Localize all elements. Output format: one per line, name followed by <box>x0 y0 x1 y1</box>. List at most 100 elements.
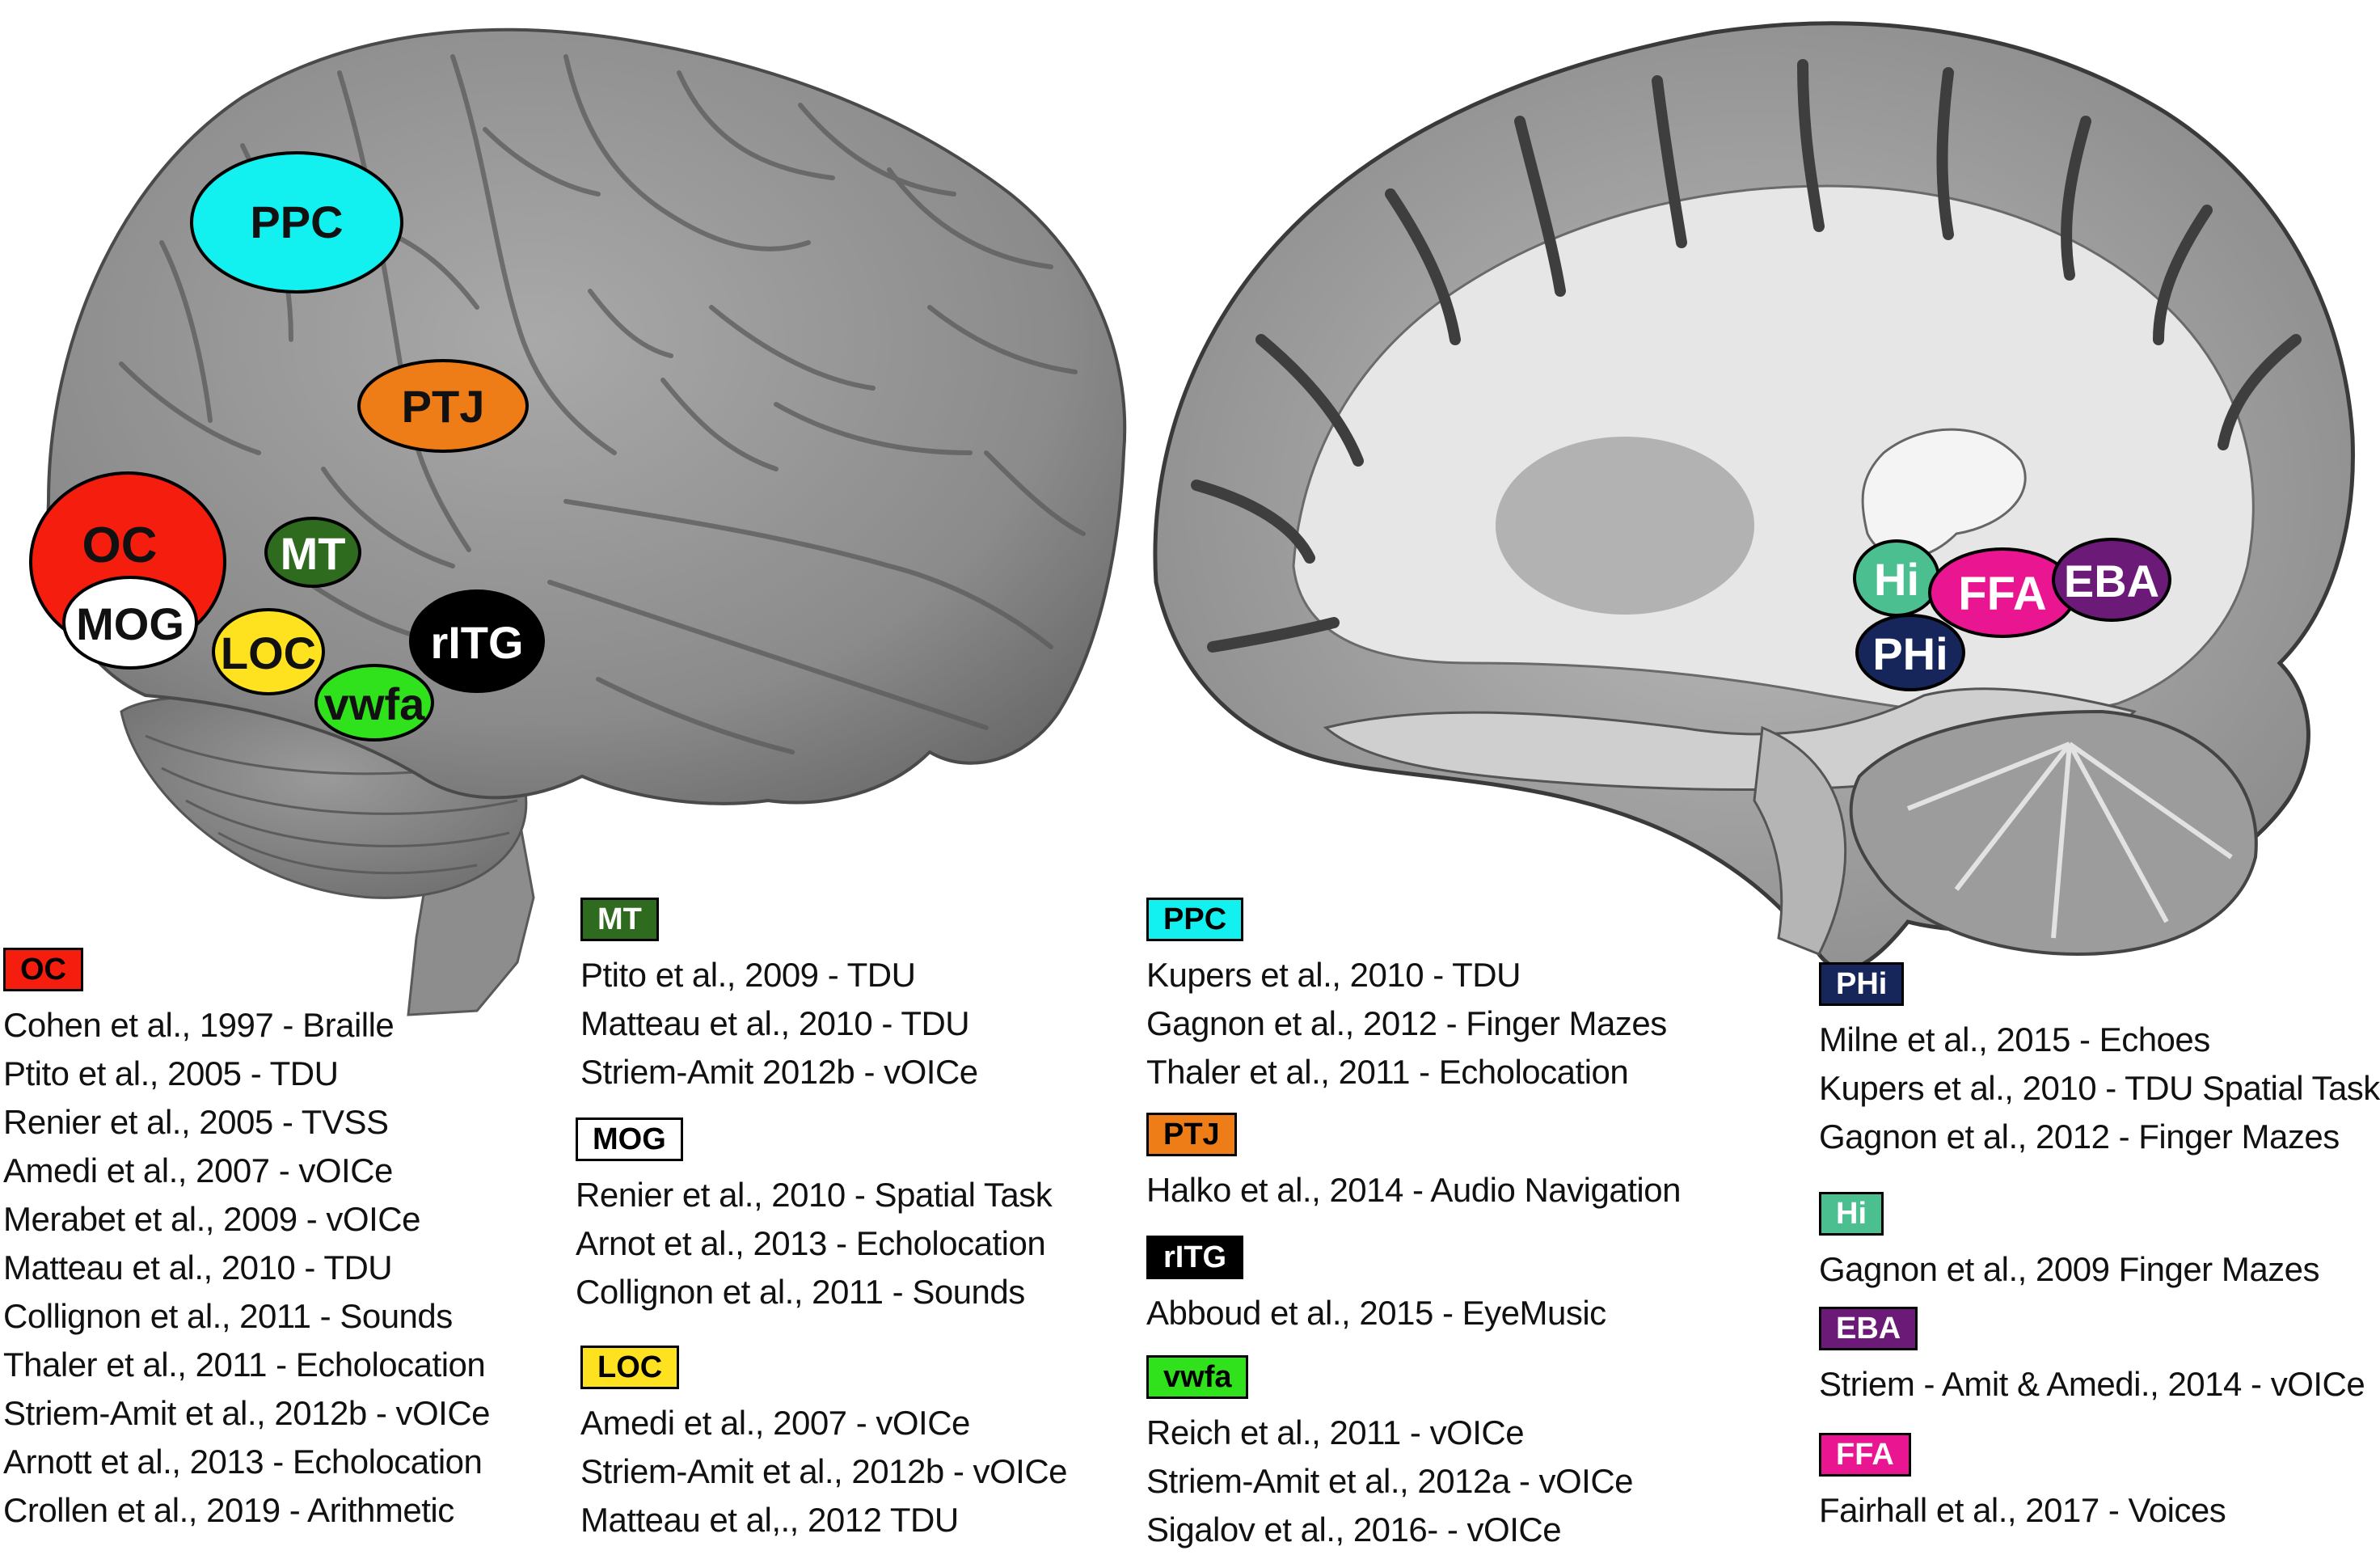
legend-refs-hi: Gagnon et al., 2009 Finger Mazes <box>1819 1245 2320 1294</box>
legend-ffa: FFA Fairhall et al., 2017 - Voices <box>1819 1433 2226 1535</box>
sagittal-ventricle <box>1861 428 2027 560</box>
reference-line: Matteau et al,., 2012 TDU <box>580 1501 959 1539</box>
reference-line: Fairhall et al., 2017 - Voices <box>1819 1491 2226 1529</box>
reference-line: Gagnon et al., 2009 Finger Mazes <box>1819 1250 2320 1288</box>
sagittal-slice-image <box>1153 21 2355 971</box>
legend-badge-mog: MOG <box>576 1117 683 1161</box>
reference-line: Striem-Amit et al., 2012b - vOICe <box>580 1452 1068 1490</box>
reference-line: Striem - Amit & Amedi., 2014 - vOICe <box>1819 1365 2365 1403</box>
reference-line: Gagnon et al., 2012 - Finger Mazes <box>1819 1117 2340 1156</box>
legend-badge-ritg: rITG <box>1146 1236 1244 1279</box>
legend-refs-ptj: Halko et al., 2014 - Audio Navigation <box>1146 1166 1681 1215</box>
sagittal-deep-nuclei <box>1496 437 1754 615</box>
legend-badge-mt: MT <box>580 898 659 941</box>
roi-ffa: FFA <box>1928 547 2077 638</box>
roi-eba: EBA <box>2052 538 2171 622</box>
reference-line: Renier et al., 2010 - Spatial Task <box>576 1176 1053 1214</box>
roi-ffa-label: FFA <box>1958 568 2047 620</box>
reference-line: Striem-Amit et al., 2012a - vOICe <box>1146 1462 1634 1500</box>
reference-line: Matteau et al., 2010 - TDU <box>3 1248 393 1286</box>
roi-phi: PHi <box>1855 614 1965 691</box>
roi-mt-label: MT <box>281 528 346 579</box>
legend-badge-ffa: FFA <box>1819 1433 1911 1477</box>
reference-line: Striem-Amit et al., 2012b - vOICe <box>3 1394 491 1432</box>
legend-refs-ritg: Abboud et al., 2015 - EyeMusic <box>1146 1289 1606 1337</box>
roi-ritg-label: rITG <box>430 617 523 668</box>
reference-line: Amedi et al., 2007 - vOICe <box>580 1404 970 1442</box>
reference-line: Amedi et al., 2007 - vOICe <box>3 1151 393 1189</box>
legend-refs-ffa: Fairhall et al., 2017 - Voices <box>1819 1486 2226 1535</box>
reference-line: Striem-Amit 2012b - vOICe <box>580 1053 978 1091</box>
roi-ptj: PTJ <box>357 359 529 453</box>
reference-line: Collignon et al., 2011 - Sounds <box>3 1297 453 1335</box>
legend-badge-loc: LOC <box>580 1346 680 1389</box>
legend-badge-eba: EBA <box>1819 1307 1918 1350</box>
reference-line: Sigalov et al., 2016- - vOICe <box>1146 1510 1562 1548</box>
roi-hi-label: Hi <box>1874 554 1919 605</box>
roi-ppc-label: PPC <box>250 196 343 247</box>
legend-mt: MT Ptito et al., 2009 - TDU Matteau et al… <box>580 898 978 1096</box>
roi-vwfa: vwfa <box>314 664 434 741</box>
sagittal-cerebellum-folia <box>1906 741 2233 939</box>
reference-line: Ptito et al., 2005 - TDU <box>3 1054 339 1092</box>
reference-line: Matteau et al., 2010 - TDU <box>580 1004 970 1042</box>
sagittal-cerebellum <box>1849 709 2258 957</box>
roi-phi-label: PHi <box>1872 628 1947 679</box>
legend-badge-ppc: PPC <box>1146 898 1244 941</box>
roi-oc-label: OC <box>82 518 158 573</box>
reference-line: Arnott et al., 2013 - Echolocation <box>3 1443 483 1481</box>
legend-ptj: PTJ Halko et al., 2014 - Audio Navigatio… <box>1146 1113 1681 1215</box>
legend-badge-ptj: PTJ <box>1146 1113 1237 1156</box>
reference-line: Arnot et al., 2013 - Echolocation <box>576 1224 1046 1262</box>
roi-loc: LOC <box>212 608 325 695</box>
reference-line: Abboud et al., 2015 - EyeMusic <box>1146 1294 1606 1332</box>
reference-line: Reich et al., 2011 - vOICe <box>1146 1413 1525 1451</box>
reference-line: Crollen et al., 2019 - Arithmetic <box>3 1491 454 1529</box>
sagittal-sulci <box>1191 59 2302 653</box>
reference-line: Cohen et al., 1997 - Braille <box>3 1006 395 1044</box>
reference-line: Merabet et al., 2009 - vOICe <box>3 1200 420 1238</box>
legend-ppc: PPC Kupers et al., 2010 - TDU Gagnon et a… <box>1146 898 1667 1096</box>
gyri-texture <box>119 54 1086 754</box>
roi-mt: MT <box>264 517 361 588</box>
reference-line: Renier et al., 2005 - TVSS <box>3 1103 389 1141</box>
roi-vwfa-label: vwfa <box>324 678 425 729</box>
reference-line: Milne et al., 2015 - Echoes <box>1819 1020 2210 1058</box>
legend-badge-phi: PHi <box>1819 962 1905 1006</box>
reference-line: Thaler et al., 2011 - Echolocation <box>3 1346 486 1384</box>
roi-ptj-label: PTJ <box>402 381 485 432</box>
legend-badge-oc: OC <box>3 948 83 991</box>
roi-mog: MOG <box>62 576 198 670</box>
reference-line: Collignon et al., 2011 - Sounds <box>576 1273 1025 1311</box>
legend-refs-eba: Striem - Amit & Amedi., 2014 - vOICe <box>1819 1360 2365 1409</box>
roi-hi: Hi <box>1853 539 1940 617</box>
reference-line: Kupers et al., 2010 - TDU Spatial Task <box>1819 1069 2380 1107</box>
legend-badge-hi: Hi <box>1819 1192 1884 1236</box>
reference-line: Gagnon et al., 2012 - Finger Mazes <box>1146 1004 1667 1042</box>
roi-ritg: rITG <box>409 589 545 693</box>
sagittal-brainstem <box>1753 725 1847 956</box>
legend-refs-ppc: Kupers et al., 2010 - TDU Gagnon et al., … <box>1146 951 1667 1096</box>
reference-line: Ptito et al., 2009 - TDU <box>580 956 916 994</box>
legend-refs-mt: Ptito et al., 2009 - TDU Matteau et al., … <box>580 951 978 1096</box>
legend-ritg: rITG Abboud et al., 2015 - EyeMusic <box>1146 1236 1606 1337</box>
reference-line: Halko et al., 2014 - Audio Navigation <box>1146 1171 1681 1209</box>
roi-eba-label: EBA <box>2064 556 2159 606</box>
reference-line: Thaler et al., 2011 - Echolocation <box>1146 1053 1629 1091</box>
legend-badge-vwfa: vwfa <box>1146 1355 1249 1399</box>
legend-eba: EBA Striem - Amit & Amedi., 2014 - vOICe <box>1819 1307 2365 1409</box>
legend-hi: Hi Gagnon et al., 2009 Finger Mazes <box>1819 1192 2320 1294</box>
reference-line: Kupers et al., 2010 - TDU <box>1146 956 1521 994</box>
roi-loc-label: LOC <box>221 627 316 678</box>
